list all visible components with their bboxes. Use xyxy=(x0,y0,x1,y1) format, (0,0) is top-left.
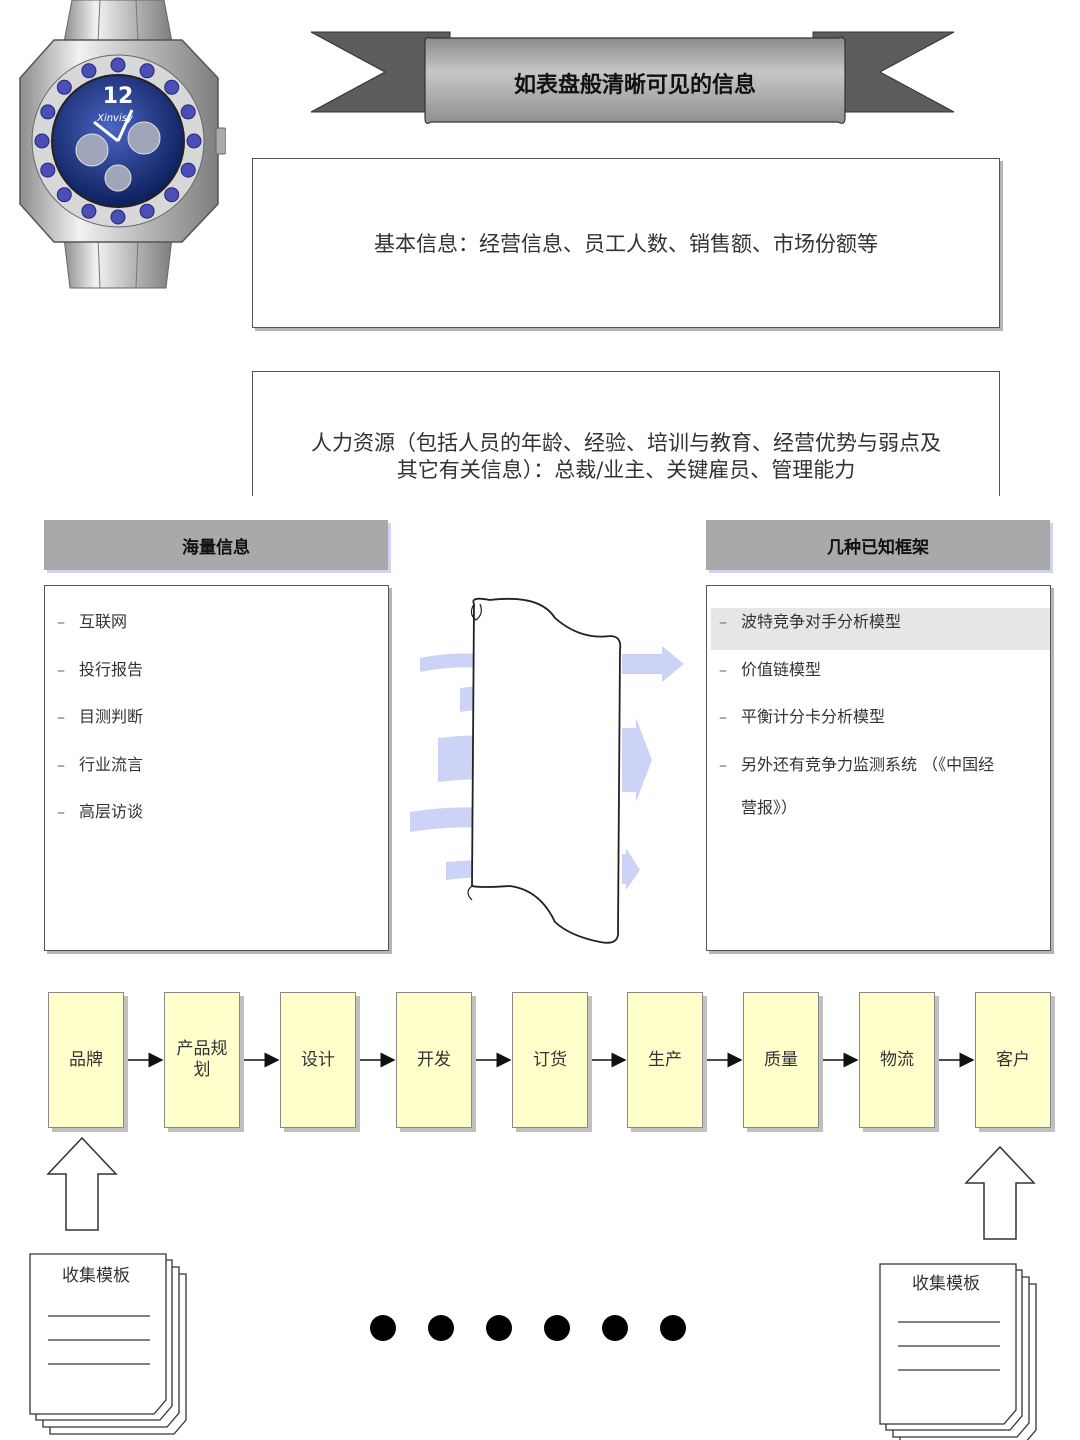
template-doc-stack-right-icon xyxy=(879,1263,1037,1440)
watch-brand-text: Xinvisy xyxy=(96,113,134,124)
ellipsis-dot xyxy=(370,1315,396,1341)
list-item-highlighted: –波特竞争对手分析模型 xyxy=(719,612,902,631)
bezel-gem xyxy=(164,187,180,203)
list-item: –价值链模型 xyxy=(719,659,822,679)
process-step-quality: 质量 xyxy=(743,992,819,1128)
bezel-gem xyxy=(139,203,155,219)
process-step-text: 产品规 xyxy=(176,1039,228,1059)
ellipsis-dot xyxy=(544,1315,570,1341)
bezel-gem xyxy=(56,79,72,95)
right-panel-header-text: 几种已知框架 xyxy=(827,537,929,558)
right-panel-list: –波特竞争对手分析模型 –价值链模型 –平衡计分卡分析模型 –另外还有竞争力监测… xyxy=(707,598,1050,828)
list-item-label: 另外还有竞争力监测系统 （《中国经 xyxy=(741,754,995,774)
list-item: –投行报告 xyxy=(57,659,144,679)
list-item-label: 价值链模型 xyxy=(741,659,822,679)
process-step-production: 生产 xyxy=(627,992,703,1128)
process-step-design: 设计 xyxy=(280,992,356,1128)
list-item-continuation: 营报》） xyxy=(707,788,1050,828)
ellipsis-dot xyxy=(602,1315,628,1341)
list-item: –互联网 xyxy=(57,612,128,631)
list-item-label: 营报》） xyxy=(741,798,798,817)
template-doc-stack-left-icon xyxy=(29,1253,187,1435)
basic-info-text: 基本信息：经营信息、员工人数、销售额、市场份额等 xyxy=(374,232,878,256)
process-step-text: 物流 xyxy=(880,1049,914,1070)
process-step-development: 开发 xyxy=(396,992,472,1128)
list-item-label: 波特竞争对手分析模型 xyxy=(741,612,902,631)
left-panel-box: –互联网 –投行报告 –目测判断 –行业流言 –高层访谈 xyxy=(44,585,389,951)
right-panel-box: –波特竞争对手分析模型 –价值链模型 –平衡计分卡分析模型 –另外还有竞争力监测… xyxy=(706,585,1051,951)
flow-arrow-out-1 xyxy=(622,646,684,682)
left-panel-list: –互联网 –投行报告 –目测判断 –行业流言 –高层访谈 xyxy=(45,598,388,836)
basic-info-box: 基本信息：经营信息、员工人数、销售额、市场份额等 xyxy=(252,158,1000,328)
right-panel-header: 几种已知框架 xyxy=(706,520,1050,570)
bezel-gem xyxy=(164,79,180,95)
process-connectors xyxy=(128,1052,975,1068)
list-item-label: 行业流言 xyxy=(79,754,144,774)
bezel-gem xyxy=(186,133,202,149)
process-step-brand: 品牌 xyxy=(48,992,124,1128)
bezel-gem xyxy=(110,209,126,225)
flow-arrow-out-2 xyxy=(622,718,652,802)
flow-arrow-out-3 xyxy=(622,848,640,890)
process-step-text: 客户 xyxy=(996,1049,1030,1070)
bezel-gem xyxy=(40,162,56,178)
left-panel-header-text: 海量信息 xyxy=(182,537,250,558)
process-step-text: 生产 xyxy=(648,1049,682,1070)
hr-info-line2: 其它有关信息）：总裁/业主、关键雇员、管理能力 xyxy=(396,458,856,482)
bezel-gem xyxy=(34,133,50,149)
list-item-label: 互联网 xyxy=(79,612,128,631)
process-step-product-planning: 产品规划 xyxy=(164,992,240,1128)
process-step-text: 设计 xyxy=(301,1049,335,1070)
watch-image: Xinvisy 12 xyxy=(19,0,226,289)
bezel-gem xyxy=(139,63,155,79)
process-step-text: 质量 xyxy=(764,1049,798,1070)
list-item-label: 平衡计分卡分析模型 xyxy=(741,707,886,726)
list-item-label: 高层访谈 xyxy=(79,802,144,821)
hr-info-line1: 人力资源（包括人员的年龄、经验、培训与教育、经营优势与弱点及 xyxy=(311,431,941,455)
process-step-text-2: 划 xyxy=(193,1060,211,1080)
list-item: –平衡计分卡分析模型 xyxy=(719,707,886,726)
highlight-band xyxy=(711,608,1050,650)
list-item: –另外还有竞争力监测系统 （《中国经 xyxy=(719,754,995,774)
up-arrow-left-icon xyxy=(46,1136,118,1231)
list-item: –目测判断 xyxy=(57,707,144,726)
process-step-customer: 客户 xyxy=(975,992,1051,1128)
ellipsis-dot xyxy=(428,1315,454,1341)
ellipsis-dot xyxy=(486,1315,512,1341)
bezel-gem xyxy=(180,162,196,178)
process-step-text: 订货 xyxy=(533,1049,567,1070)
list-item-label: 目测判断 xyxy=(79,707,144,726)
crop-edge-mask xyxy=(240,496,1020,516)
bezel-gem xyxy=(81,63,97,79)
bezel-gem xyxy=(40,104,56,120)
list-item-label: 投行报告 xyxy=(79,659,144,679)
watch-numeral-text: 12 xyxy=(103,84,134,109)
hr-info-box: 人力资源（包括人员的年龄、经验、培训与教育、经营优势与弱点及 其它有关信息）：总… xyxy=(252,371,1000,508)
process-step-text: 开发 xyxy=(417,1049,451,1070)
ellipsis-dot xyxy=(660,1315,686,1341)
filter-flow-graphic xyxy=(410,597,684,944)
list-item: –高层访谈 xyxy=(57,802,144,821)
process-step-text: 品牌 xyxy=(69,1049,103,1070)
bezel-gem xyxy=(180,104,196,120)
list-item: –行业流言 xyxy=(57,754,144,774)
filter-scroll xyxy=(471,597,622,944)
ribbon-title: 如表盘般清晰可见的信息 xyxy=(514,72,756,98)
process-step-logistics: 物流 xyxy=(859,992,935,1128)
left-panel-header: 海量信息 xyxy=(44,520,388,570)
bezel-gem xyxy=(110,57,126,73)
bezel-gem xyxy=(56,187,72,203)
template-doc-left-label: 收集模板 xyxy=(62,1266,130,1286)
process-step-ordering: 订货 xyxy=(512,992,588,1128)
up-arrow-right-icon xyxy=(964,1145,1036,1240)
title-ribbon: 如表盘般清晰可见的信息 xyxy=(310,31,955,124)
template-doc-right-label: 收集模板 xyxy=(912,1274,980,1294)
bezel-gem xyxy=(81,203,97,219)
